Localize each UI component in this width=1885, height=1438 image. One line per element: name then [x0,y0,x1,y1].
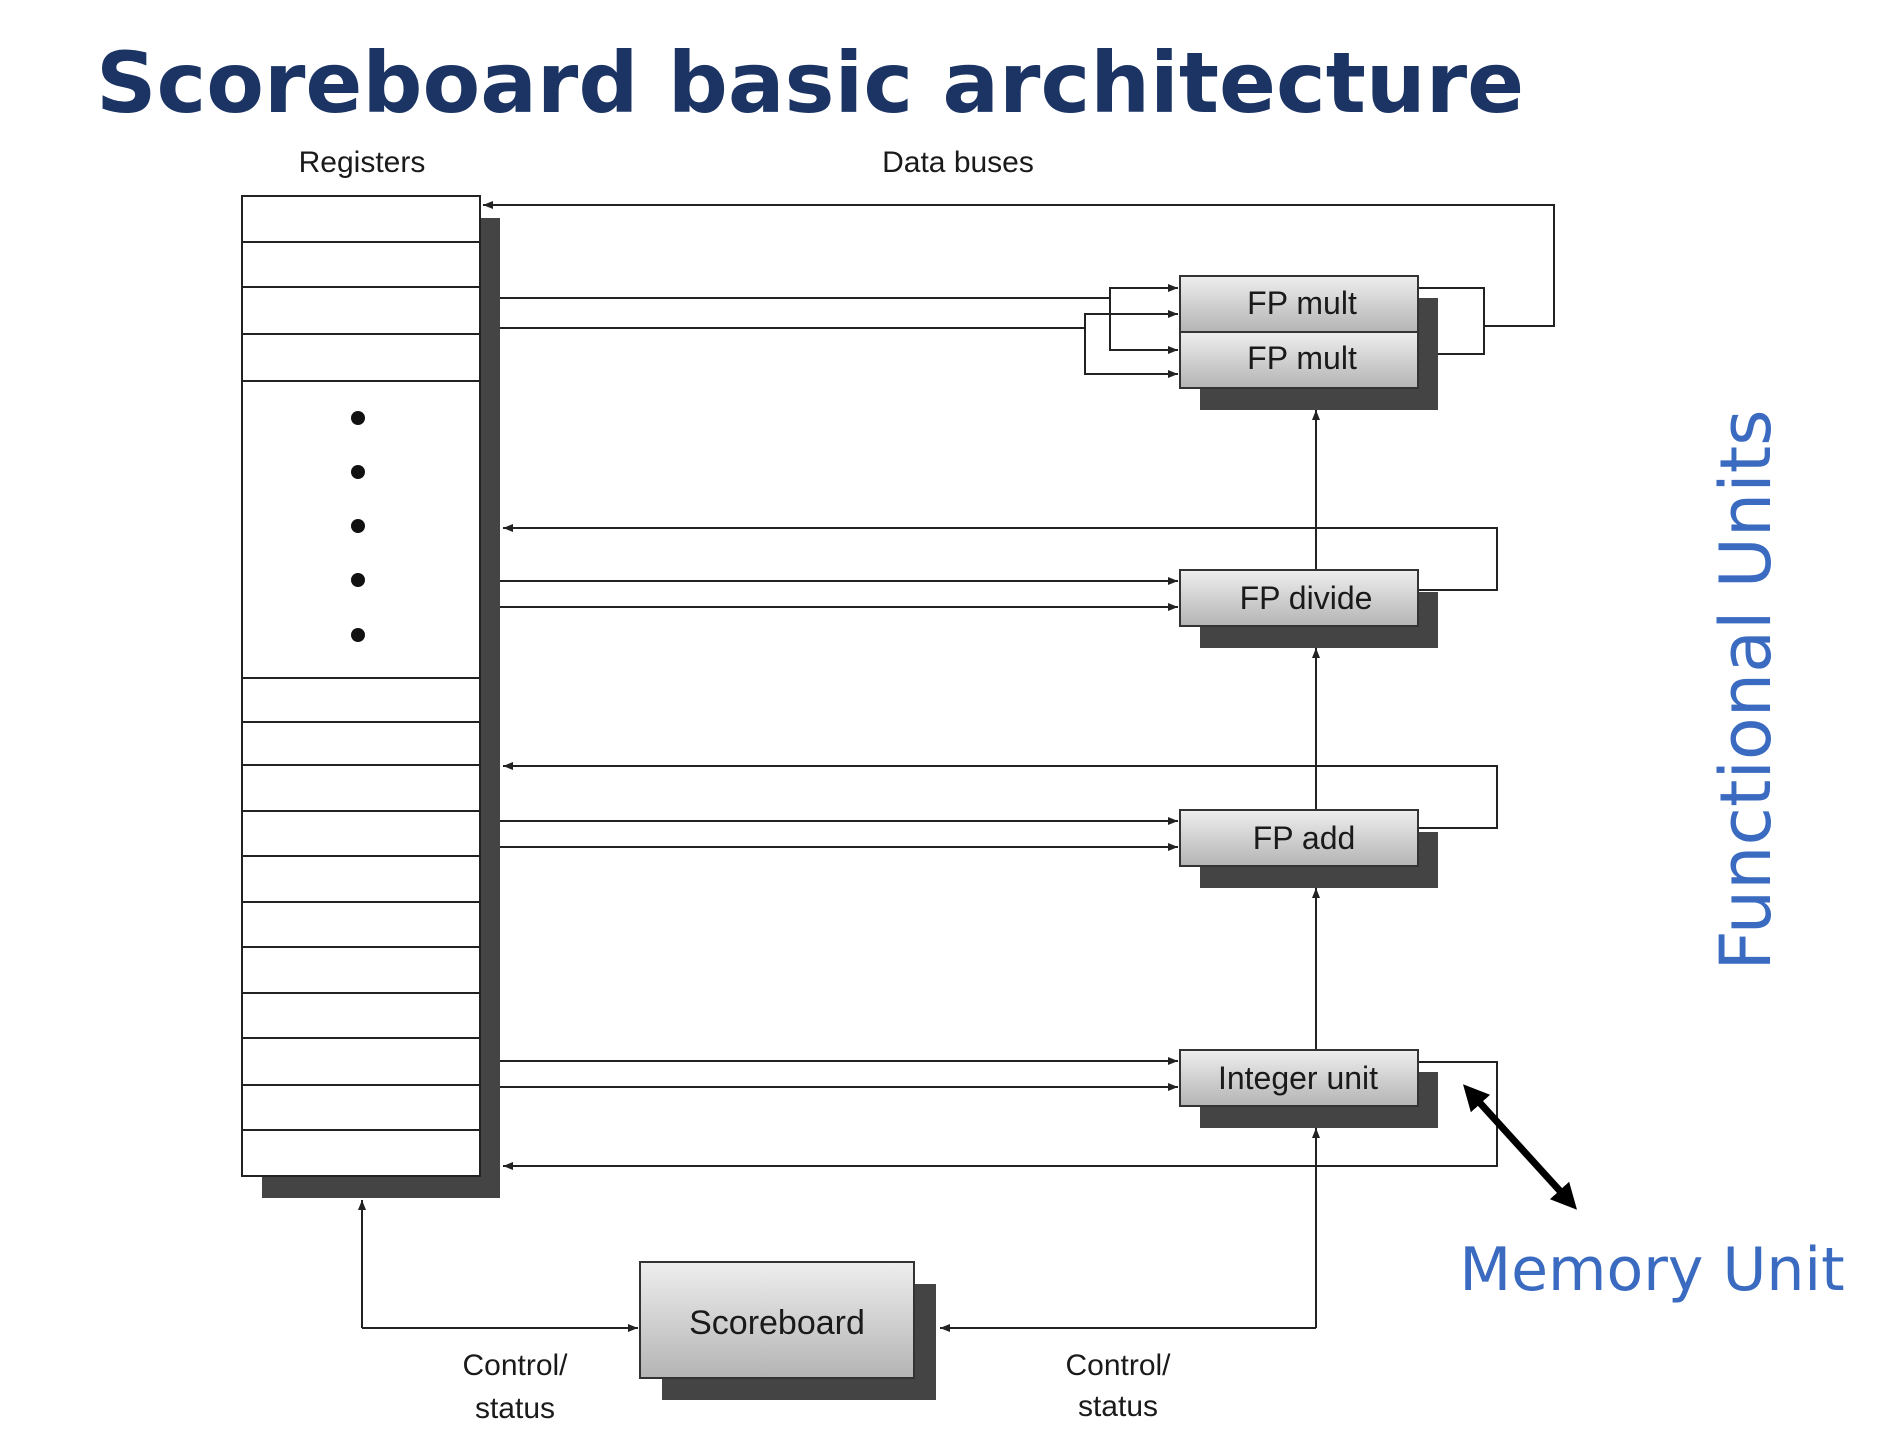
bus-wire [1084,328,1178,378]
fp-mult-unit[interactable]: FP mult FP mult [1179,275,1438,410]
bus-wire [500,284,1178,299]
control-status-left-line2: status [475,1392,555,1425]
bus-wire [1418,287,1485,355]
register-ellipsis-dot [351,573,365,587]
register-ellipsis-dot [351,411,365,425]
control-status-right-line2: status [1078,1390,1158,1423]
registers-label: Registers [299,146,426,179]
data-buses-label: Data buses [882,146,1034,179]
fp-divide-unit[interactable]: FP divide [1179,569,1438,648]
fp-divide-label: FP divide [1240,580,1373,616]
fp-mult-result-bus [483,201,1555,327]
fp-mult-2-label: FP mult [1247,340,1357,376]
bus-wire [500,310,1178,329]
control-status-left-line1: Control/ [462,1349,568,1382]
register-ellipsis-dot [351,628,365,642]
register-ellipsis-dot [351,465,365,479]
fp-add-label: FP add [1253,820,1356,856]
memory-unit-annotation: Memory Unit [1459,1235,1844,1305]
fp-add-unit[interactable]: FP add [1179,809,1438,888]
control-status-right-line1: Control/ [1065,1349,1171,1382]
register-ellipsis-dot [351,519,365,533]
fp-divide-result-bus [503,524,1498,591]
scoreboard-unit[interactable]: Scoreboard [639,1261,936,1400]
fp-mult-1-label: FP mult [1247,285,1357,321]
integer-unit-label: Integer unit [1218,1060,1378,1096]
data-bus-wires [358,201,1555,1332]
integer-unit[interactable]: Integer unit [1179,1049,1438,1128]
page-title: Scoreboard basic architecture [96,34,1524,132]
fp-add-result-bus [503,762,1498,829]
scoreboard-label: Scoreboard [689,1304,865,1342]
bus-wire [1109,298,1178,354]
functional-units-annotation: Functional Units [1705,409,1787,970]
register-file [241,195,500,1198]
memory-unit-arrow [1463,1084,1577,1210]
